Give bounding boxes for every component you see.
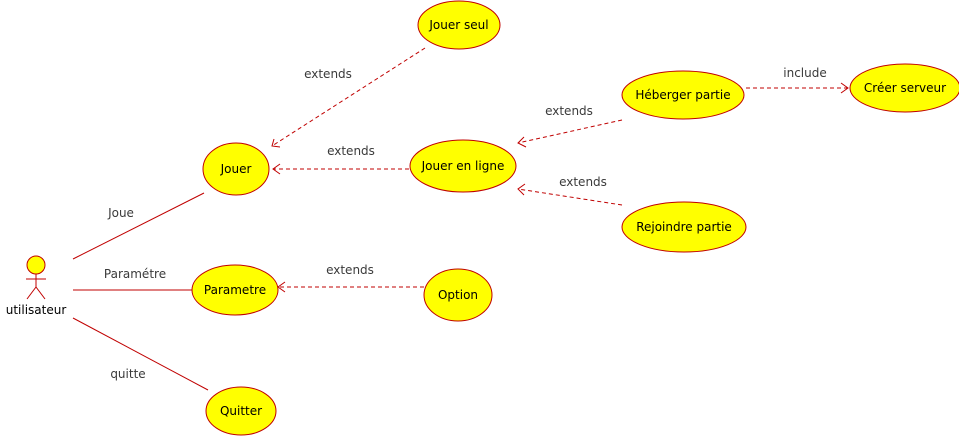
actor-left-leg: [26, 286, 37, 300]
actor-utilisateur[interactable]: utilisateur: [6, 255, 67, 317]
relation-label-jouer-seul-extends: extends: [304, 67, 352, 81]
association-label-joue: Joue: [107, 206, 134, 220]
use-case-creer-serveur[interactable]: Créer serveur: [849, 63, 959, 113]
actor-label: utilisateur: [6, 303, 67, 317]
use-case-jouer-label: Jouer: [220, 162, 252, 176]
use-case-option-label: Option: [438, 288, 478, 302]
dependency-jouer-seul-to-jouer: [271, 47, 426, 147]
use-case-jouer[interactable]: Jouer: [202, 142, 270, 196]
use-case-parametre-label: Parametre: [204, 283, 266, 297]
use-case-jouer-seul-ellipse: [417, 0, 501, 50]
use-case-jouer-seul[interactable]: Jouer seul: [417, 0, 501, 50]
relation-label-heberger-extends: extends: [545, 104, 593, 118]
dependency-heberger-to-jouer-en-ligne: [517, 119, 623, 144]
use-case-jouer-ellipse: [202, 142, 270, 196]
use-case-jouer-seul-label: Jouer seul: [428, 18, 488, 32]
use-case-parametre[interactable]: Parametre: [191, 264, 279, 316]
arrowhead-jouer-seul: [271, 138, 281, 148]
use-case-jouer-en-ligne-label: Jouer en ligne: [421, 159, 505, 173]
use-case-heberger-partie-label: Héberger partie: [635, 88, 730, 102]
use-case-rejoindre-partie[interactable]: Rejoindre partie: [621, 201, 747, 253]
use-case-jouer-en-ligne-ellipse: [409, 139, 517, 193]
arrowhead-jouer-en-ligne: [272, 163, 281, 175]
use-case-heberger-partie-ellipse: [621, 70, 745, 120]
use-case-quitter[interactable]: Quitter: [205, 386, 277, 436]
arrowhead-heberger: [517, 136, 527, 148]
relation-label-rejoindre-extends: extends: [559, 175, 607, 189]
actor-right-leg: [35, 286, 46, 300]
use-case-rejoindre-partie-ellipse: [621, 201, 747, 253]
association-jouer: [72, 192, 205, 260]
use-case-quitter-ellipse: [205, 386, 277, 436]
use-case-jouer-en-ligne[interactable]: Jouer en ligne: [409, 139, 517, 193]
arrowhead-include: [840, 82, 849, 94]
use-case-creer-serveur-ellipse: [849, 63, 959, 113]
actor-head: [26, 255, 46, 275]
relation-label-creer-serveur-include: include: [783, 66, 826, 80]
association-label-parametre: Paramétre: [104, 267, 166, 281]
use-case-quitter-label: Quitter: [220, 404, 262, 418]
relation-label-jouer-en-ligne-extends: extends: [327, 144, 375, 158]
use-case-option[interactable]: Option: [423, 268, 493, 322]
use-case-parametre-ellipse: [191, 264, 279, 316]
association-label-quitte: quitte: [110, 367, 145, 381]
dependency-rejoindre-to-jouer-en-ligne: [517, 188, 623, 206]
relation-label-option-extends: extends: [326, 263, 374, 277]
use-case-option-ellipse: [423, 268, 493, 322]
use-case-creer-serveur-label: Créer serveur: [864, 81, 946, 95]
association-quitter: [72, 317, 209, 391]
arrowhead-rejoindre: [517, 183, 526, 196]
use-case-rejoindre-partie-label: Rejoindre partie: [636, 220, 732, 234]
use-case-heberger-partie[interactable]: Héberger partie: [621, 70, 745, 120]
